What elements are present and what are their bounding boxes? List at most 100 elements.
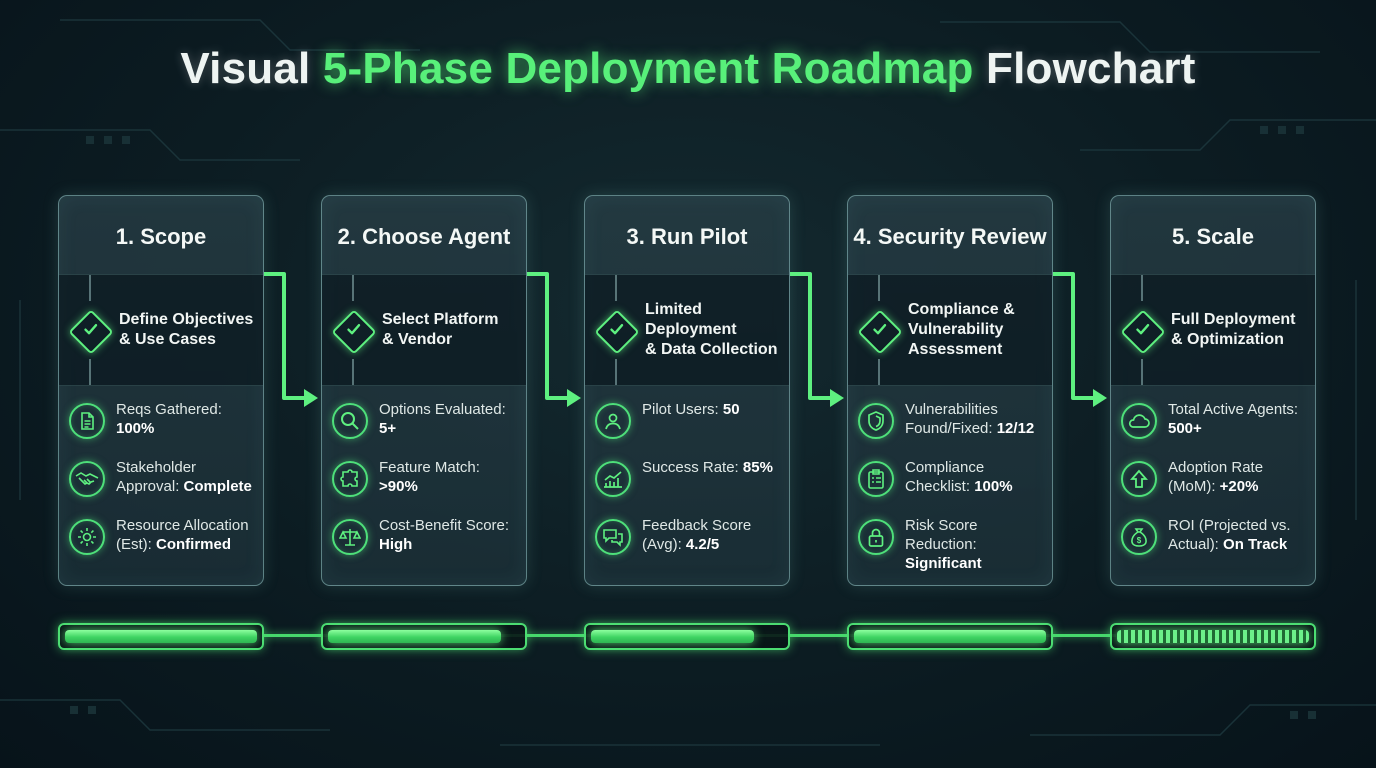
title-suffix: Flowchart bbox=[973, 44, 1196, 93]
metric-value: 85% bbox=[742, 459, 773, 476]
metric-value: 100% bbox=[974, 478, 1013, 495]
progress-bar-fill bbox=[1117, 630, 1309, 643]
phase-2-metric-2: Feature Match: >90% bbox=[322, 456, 526, 514]
phase-metrics-list: Options Evaluated: 5+ Feature Match: >90… bbox=[322, 386, 526, 572]
phase-progress-bar-5 bbox=[1110, 623, 1316, 650]
goal-connector-bottom bbox=[615, 359, 617, 385]
phase-metrics-list: Pilot Users: 50 Success Rate: 85% Feedba… bbox=[585, 386, 789, 572]
metric-value: >90% bbox=[379, 478, 418, 495]
phase-title: 2. Choose Agent bbox=[337, 224, 511, 249]
goal-connector-bottom bbox=[1141, 359, 1143, 385]
phase-goal-text: Limited Deployment & Data Collection bbox=[645, 301, 778, 358]
title-prefix: Visual bbox=[180, 44, 323, 93]
shield-icon bbox=[858, 403, 894, 439]
progress-bar-fill bbox=[328, 630, 501, 643]
phase-3-metric-3: Feedback Score (Avg): 4.2/5 bbox=[585, 514, 789, 572]
metric-text: Feedback Score (Avg): 4.2/5 bbox=[642, 516, 785, 554]
checkmark-diamond-icon bbox=[331, 309, 377, 355]
metric-value: 12/12 bbox=[996, 420, 1035, 437]
phase-card-1: 1. Scope Define Objectives & Use Cases R… bbox=[58, 195, 264, 586]
metric-text: Options Evaluated: 5+ bbox=[379, 400, 522, 438]
phase-progress-bar-1 bbox=[58, 623, 264, 650]
metric-label: Success Rate: bbox=[642, 459, 739, 476]
goal-connector-top bbox=[89, 275, 91, 301]
phase-5-metric-2: Adoption Rate (MoM): +20% bbox=[1111, 456, 1315, 514]
title-accent: 5-Phase Deployment Roadmap bbox=[322, 44, 974, 93]
goal-connector-top bbox=[615, 275, 617, 301]
gear-icon bbox=[69, 519, 105, 555]
flow-arrow-2-to-3 bbox=[527, 272, 581, 407]
phase-4-metric-2: Compliance Checklist: 100% bbox=[848, 456, 1052, 514]
metric-text: Pilot Users: 50 bbox=[642, 400, 785, 419]
phase-metrics-list: Vulnerabilities Found/Fixed: 12/12 Compl… bbox=[848, 386, 1052, 572]
svg-text:$: $ bbox=[1137, 536, 1142, 545]
phase-card-3: 3. Run Pilot Limited Deployment & Data C… bbox=[584, 195, 790, 586]
phase-goal-panel: Select Platform & Vendor bbox=[322, 274, 526, 386]
metric-label: Pilot Users: bbox=[642, 401, 719, 418]
metric-text: Vulnerabilities Found/Fixed: 12/12 bbox=[905, 400, 1048, 438]
money-bag-icon: $ bbox=[1121, 519, 1157, 555]
phase-goal-text: Compliance & Vulnerability Assessment bbox=[908, 301, 1015, 358]
metric-label: Adoption Rate (MoM): bbox=[1168, 459, 1264, 495]
metric-label: Resource Allocation (Est): bbox=[116, 517, 249, 553]
goal-connector-top bbox=[352, 275, 354, 301]
lock-icon bbox=[858, 519, 894, 555]
handshake-icon bbox=[69, 461, 105, 497]
metric-text: Feature Match: >90% bbox=[379, 458, 522, 496]
metric-label: Compliance Checklist: bbox=[905, 459, 985, 495]
checkmark-diamond-icon bbox=[594, 309, 640, 355]
magnifier-icon bbox=[332, 403, 368, 439]
phase-progress-bar-4 bbox=[847, 623, 1053, 650]
phase-4-metric-3: Risk Score Reduction: Significant bbox=[848, 514, 1052, 572]
goal-connector-bottom bbox=[352, 359, 354, 385]
metric-value: 500+ bbox=[1168, 420, 1202, 437]
phase-goal-text: Select Platform & Vendor bbox=[382, 311, 499, 348]
goal-connector-bottom bbox=[89, 359, 91, 385]
metric-value: 4.2/5 bbox=[685, 536, 720, 553]
phase-3-metric-2: Success Rate: 85% bbox=[585, 456, 789, 514]
metric-value: 5+ bbox=[379, 420, 397, 437]
metric-text: Total Active Agents: 500+ bbox=[1168, 400, 1311, 438]
metric-text: Reqs Gathered: 100% bbox=[116, 400, 259, 438]
metric-text: Stakeholder Approval: Complete bbox=[116, 458, 259, 496]
phase-5-metric-1: Total Active Agents: 500+ bbox=[1111, 398, 1315, 456]
cloud-icon bbox=[1121, 403, 1157, 439]
goal-connector-top bbox=[1141, 275, 1143, 301]
metric-value: Confirmed bbox=[156, 536, 232, 553]
metric-text: Risk Score Reduction: Significant bbox=[905, 516, 1048, 573]
metric-value: +20% bbox=[1219, 478, 1259, 495]
checkmark-diamond-icon bbox=[1120, 309, 1166, 355]
metric-label: Stakeholder Approval: bbox=[116, 459, 197, 495]
metric-text: Adoption Rate (MoM): +20% bbox=[1168, 458, 1311, 496]
metric-text: Compliance Checklist: 100% bbox=[905, 458, 1048, 496]
arrow-up-icon bbox=[1121, 461, 1157, 497]
phase-4-metric-1: Vulnerabilities Found/Fixed: 12/12 bbox=[848, 398, 1052, 456]
metric-label: Vulnerabilities Found/Fixed: bbox=[905, 401, 998, 437]
metric-value: On Track bbox=[1223, 536, 1288, 553]
progress-bar-fill bbox=[65, 630, 257, 643]
metric-value: Significant bbox=[905, 555, 982, 572]
phase-2-metric-3: Cost-Benefit Score: High bbox=[322, 514, 526, 572]
phase-metrics-list: Total Active Agents: 500+ Adoption Rate … bbox=[1111, 386, 1315, 572]
progress-bar-fill bbox=[591, 630, 754, 643]
puzzle-icon bbox=[332, 461, 368, 497]
metric-text: Resource Allocation (Est): Confirmed bbox=[116, 516, 259, 554]
metric-label: Feature Match: bbox=[379, 459, 480, 476]
metric-value: 100% bbox=[116, 420, 155, 437]
phase-progress-bar-2 bbox=[321, 623, 527, 650]
page-title: Visual 5-Phase Deployment Roadmap Flowch… bbox=[0, 44, 1376, 94]
phase-goal-panel: Compliance & Vulnerability Assessment bbox=[848, 274, 1052, 386]
chat-bubbles-icon bbox=[595, 519, 631, 555]
phase-2-metric-1: Options Evaluated: 5+ bbox=[322, 398, 526, 456]
phase-title: 1. Scope bbox=[115, 224, 207, 249]
phase-1-metric-1: Reqs Gathered: 100% bbox=[59, 398, 263, 456]
phase-title: 4. Security Review bbox=[853, 224, 1047, 249]
metric-label: Reqs Gathered: bbox=[116, 401, 222, 418]
user-icon bbox=[595, 403, 631, 439]
checkmark-diamond-icon bbox=[68, 309, 114, 355]
metric-label: Feedback Score (Avg): bbox=[642, 517, 752, 553]
metric-value: High bbox=[379, 536, 413, 553]
growth-chart-icon bbox=[595, 461, 631, 497]
metric-value: Complete bbox=[183, 478, 252, 495]
metric-label: Options Evaluated: bbox=[379, 401, 506, 418]
